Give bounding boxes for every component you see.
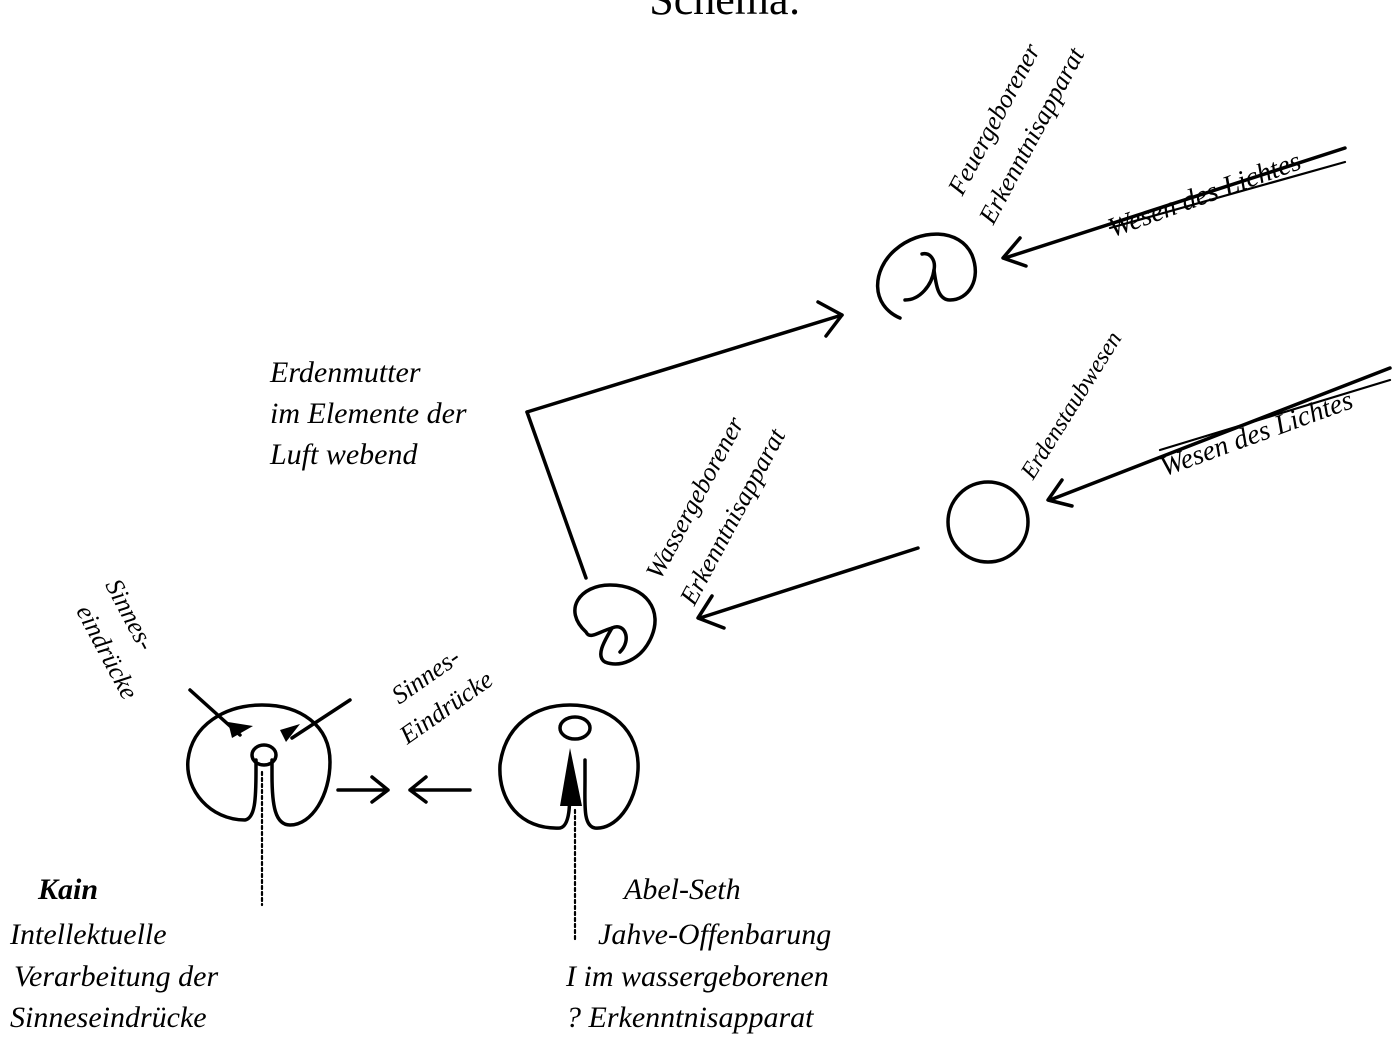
abel-desc-1: Jahve-Offenbarung bbox=[598, 918, 832, 951]
water-born-organ bbox=[573, 583, 657, 666]
kain-desc-1: Intellektuelle bbox=[10, 918, 167, 951]
sinnes-left-arrow bbox=[188, 688, 242, 737]
earth-mother-line bbox=[525, 313, 844, 414]
light-being-top-arrow bbox=[1003, 146, 1347, 260]
light-being-mid-arrow bbox=[1048, 366, 1392, 502]
sinnes-right-arrow bbox=[290, 698, 352, 740]
earth-mother-label-1: Erdenmutter bbox=[270, 356, 421, 389]
abel-desc-3: ? Erkenntnisapparat bbox=[566, 1001, 814, 1034]
kain-desc-3: Sinneseindrücke bbox=[10, 1001, 207, 1034]
earth-dust-circle bbox=[946, 480, 1030, 564]
earth-mother-label-2: im Elemente der bbox=[270, 397, 467, 430]
fire-born-organ bbox=[875, 232, 978, 320]
abel-desc-2: I im wassergeborenen bbox=[566, 960, 829, 993]
earth-mother-label-3: Luft webend bbox=[270, 438, 418, 471]
abel-organ bbox=[498, 703, 640, 830]
kain-to-abel-arrow bbox=[336, 775, 390, 804]
kain-desc-2: Verarbeitung der bbox=[14, 960, 219, 993]
abel-to-kain-arrow bbox=[408, 775, 472, 804]
dust-to-water-arrow bbox=[698, 546, 920, 620]
diagram-title: Schema: bbox=[560, 0, 890, 25]
abel-title: Abel-Seth bbox=[624, 873, 741, 906]
kain-organ bbox=[186, 703, 332, 827]
kain-title: Kain bbox=[38, 873, 99, 906]
